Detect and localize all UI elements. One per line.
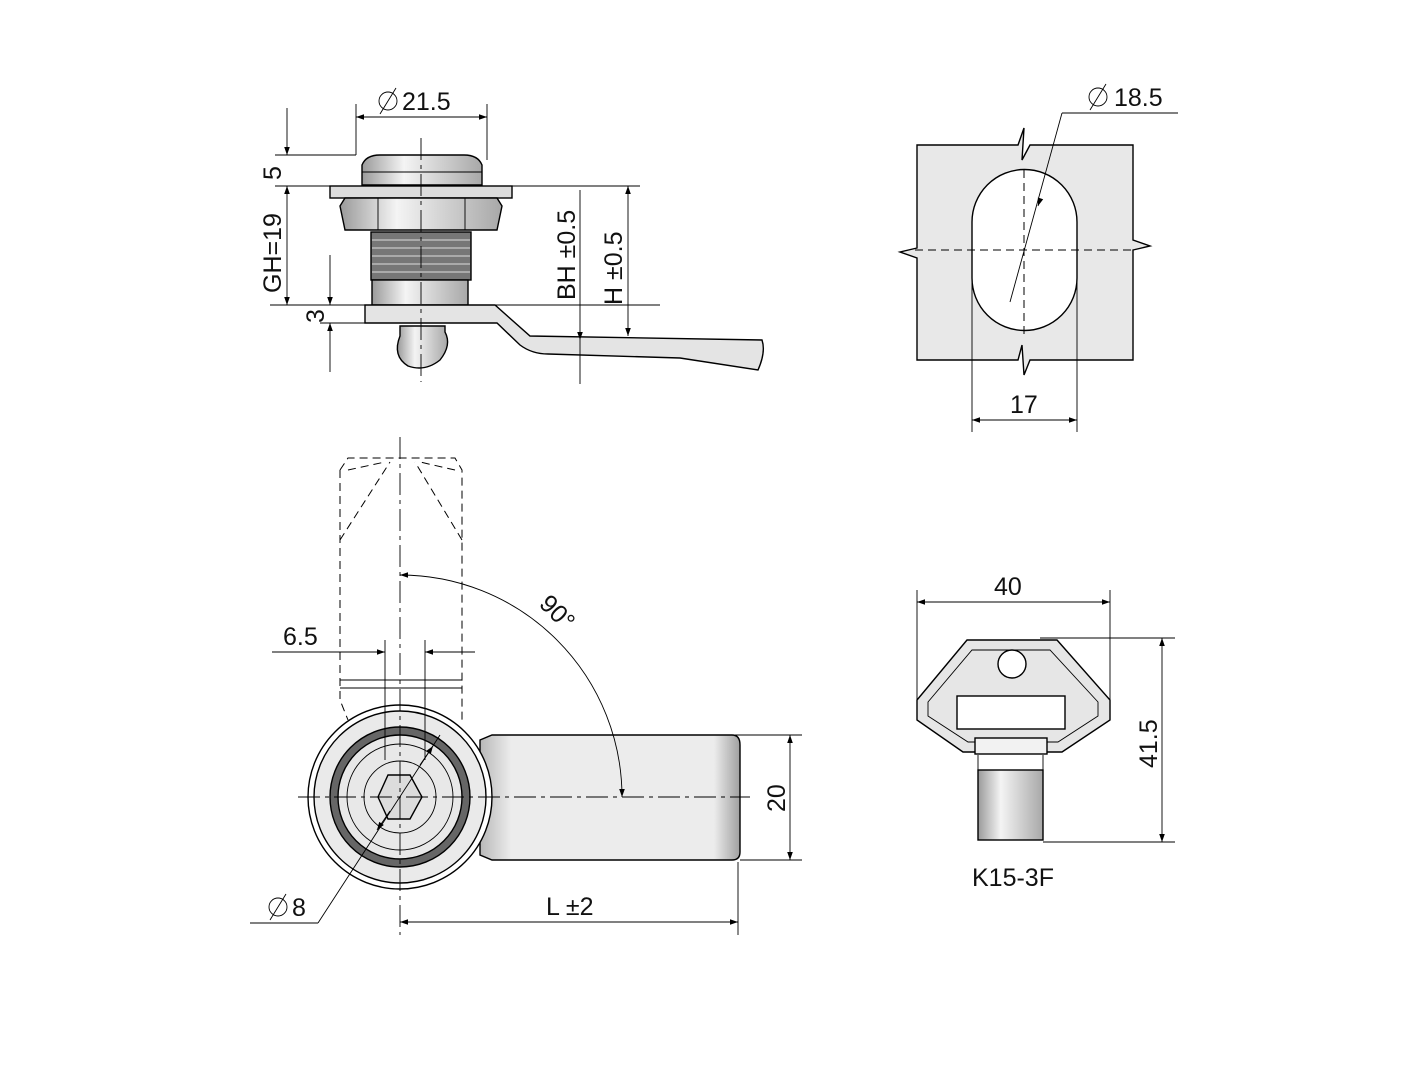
key-view: 40 41.5 K15-3F — [916, 573, 1175, 892]
dim-cap-diameter: 21.5 — [402, 88, 451, 116]
dim-rotation-angle: 90° — [534, 589, 581, 636]
cam-plate — [479, 734, 741, 861]
dim-cutout-diameter: 18.5 — [1114, 84, 1163, 112]
dim-cam-height: 20 — [763, 784, 791, 812]
dim-key-width: 40 — [994, 573, 1022, 601]
dim-cap-height: 5 — [259, 166, 287, 180]
panel-cutout-view: 18.5 17 — [897, 83, 1178, 432]
lock-barrel — [371, 279, 469, 306]
dim-cam-length: L ±2 — [546, 893, 594, 921]
lock-body — [329, 154, 765, 371]
side-view: 21.5 5 GH=19 3 BH ±0.5 H ±0.5 — [259, 87, 765, 384]
cam-screw — [396, 325, 449, 369]
key-label-area — [956, 695, 1066, 730]
key-ring-hole — [997, 649, 1027, 679]
diameter-symbol-icon — [1088, 83, 1108, 111]
dim-key-height: 41.5 — [1135, 719, 1163, 768]
front-view: 6.5 90° 8 L ±2 20 — [250, 437, 802, 935]
cam-arm — [364, 304, 765, 371]
rotation-arc — [399, 572, 625, 798]
dim-shaft-diameter: 8 — [292, 894, 306, 922]
lock-cap — [361, 154, 483, 186]
dim-h: H ±0.5 — [600, 232, 628, 305]
key-model-label: K15-3F — [972, 864, 1054, 892]
diameter-symbol-icon — [378, 87, 398, 115]
dim-grip-height: GH=19 — [259, 213, 287, 293]
dim-bh: BH ±0.5 — [553, 210, 581, 300]
dim-cam-thickness: 3 — [302, 309, 330, 323]
key-shank — [977, 769, 1044, 841]
diameter-symbol-icon — [268, 893, 288, 921]
dim-cutout-width: 17 — [1010, 391, 1038, 419]
dim-cam-width: 6.5 — [283, 623, 318, 651]
